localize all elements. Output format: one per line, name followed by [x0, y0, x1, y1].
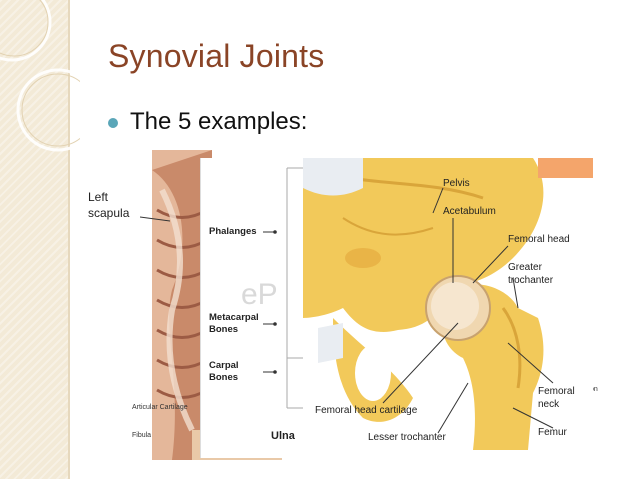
label-femoral: Femoral — [538, 386, 575, 397]
scapula-leader-line — [140, 214, 170, 224]
hand-leader-lines — [201, 158, 311, 458]
slide-title: Synovial Joints — [108, 38, 324, 75]
label-articular-cartilage: Articular Cartilage — [132, 404, 188, 411]
hand-labels-image: Phalanges Metacarpal Bones Carpal Bones … — [200, 158, 310, 458]
label-femoral-head: Femoral head — [508, 234, 570, 245]
hip-joint-image: Pelvis Acetabulum Femoral head Greater t… — [303, 158, 593, 450]
decorative-circles — [0, 0, 80, 200]
label-femoral-head-cartilage: Femoral head cartilage — [315, 405, 417, 416]
bullet-text: The 5 examples: — [130, 108, 307, 136]
label-neck: neck — [538, 399, 559, 410]
label-scapula: scapula — [88, 206, 129, 220]
label-lesser-trochanter: Lesser trochanter — [368, 432, 446, 443]
label-pelvis: Pelvis — [443, 178, 470, 189]
label-acetabulum: Acetabulum — [443, 206, 496, 217]
bullet-item: The 5 examples: — [108, 108, 307, 136]
label-fibula: Fibula — [132, 432, 151, 439]
label-trochanter: trochanter — [508, 275, 553, 286]
bullet-dot-icon — [108, 118, 118, 128]
label-left: Left — [88, 190, 108, 204]
label-greater: Greater — [508, 262, 542, 273]
label-femur: Femur — [538, 427, 567, 438]
